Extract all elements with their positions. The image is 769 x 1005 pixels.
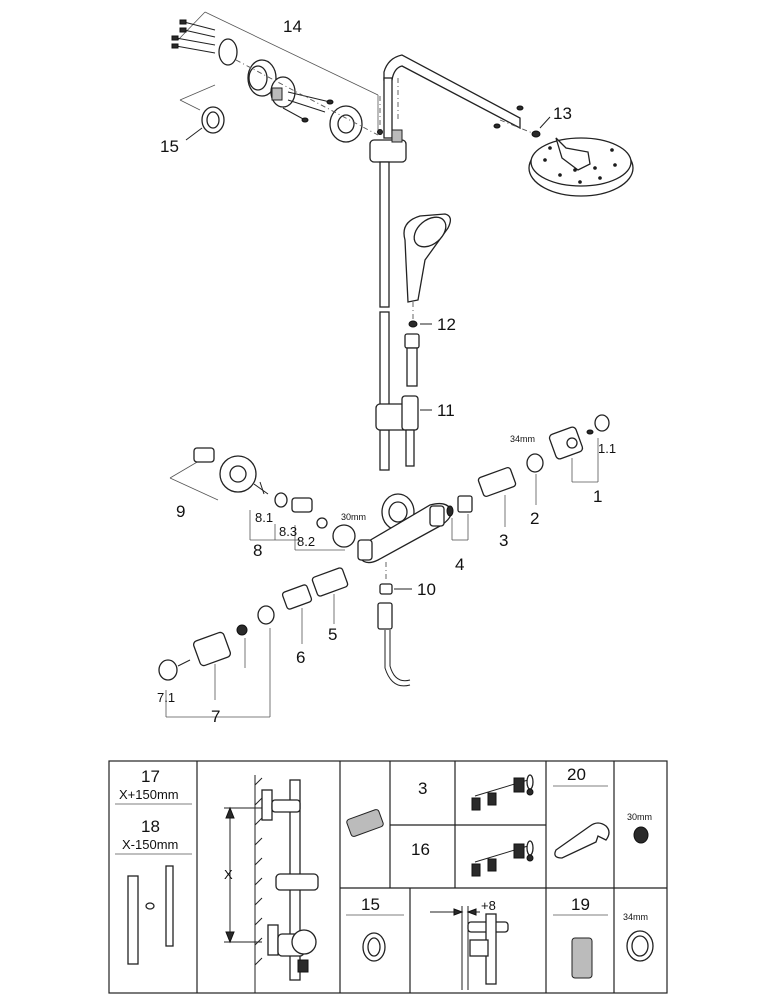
table-part-20: 20	[567, 765, 586, 784]
label-part-14: 14	[283, 17, 302, 36]
accessory-table: 17 X+150mm 18 X-150mm X 3	[108, 760, 668, 994]
label-part-8-1: 8.1	[255, 510, 273, 525]
label-part-8-2: 8.2	[297, 534, 315, 549]
table-dim-34mm: 34mm	[623, 912, 648, 922]
left-cartridge-parts: 9 30mm 8.1 8.3 8.2 8 5 6	[157, 447, 366, 726]
table-part-18-length: X-150mm	[122, 837, 178, 852]
dim-30mm: 30mm	[341, 512, 366, 522]
label-part-4: 4	[455, 555, 464, 574]
table-part-15: 15	[361, 895, 380, 914]
label-part-8: 8	[253, 541, 262, 560]
label-part-2: 2	[530, 509, 539, 528]
label-part-10: 10	[417, 580, 436, 599]
label-part-7: 7	[211, 707, 220, 726]
shower-column: 12 11	[369, 54, 521, 471]
label-part-1: 1	[593, 487, 602, 506]
table-part-17: 17	[141, 767, 160, 786]
seal-part-15: 15	[160, 84, 225, 156]
dim-34mm: 34mm	[510, 434, 535, 444]
table-part-16: 16	[411, 840, 430, 859]
label-part-13: 13	[553, 104, 572, 123]
label-part-15: 15	[160, 137, 179, 156]
table-offset: +8	[481, 898, 496, 913]
label-part-12: 12	[437, 315, 456, 334]
label-part-11: 11	[437, 401, 455, 420]
label-part-6: 6	[296, 648, 305, 667]
label-part-1-1: 1.1	[598, 441, 616, 456]
label-part-9: 9	[176, 502, 185, 521]
label-part-7-1: 7.1	[157, 690, 175, 705]
table-part-18: 18	[141, 817, 160, 836]
label-part-3: 3	[499, 531, 508, 550]
cartridge-cell-16	[471, 840, 534, 877]
wall-fixing-set: 14	[171, 11, 379, 143]
thermostat-body: 10	[357, 493, 453, 687]
table-part-19: 19	[571, 895, 590, 914]
table-part-17-length: X+150mm	[119, 787, 179, 802]
right-cartridge-parts: 4 3 34mm 2 1.1 1	[446, 414, 616, 574]
table-dim-30mm: 30mm	[627, 812, 652, 822]
table-part-3: 3	[418, 779, 427, 798]
label-part-5: 5	[328, 625, 337, 644]
label-part-8-3: 8.3	[279, 524, 297, 539]
table-dim-x: X	[224, 867, 233, 882]
cartridge-cell-3	[471, 774, 534, 811]
head-shower: 13	[493, 104, 634, 197]
